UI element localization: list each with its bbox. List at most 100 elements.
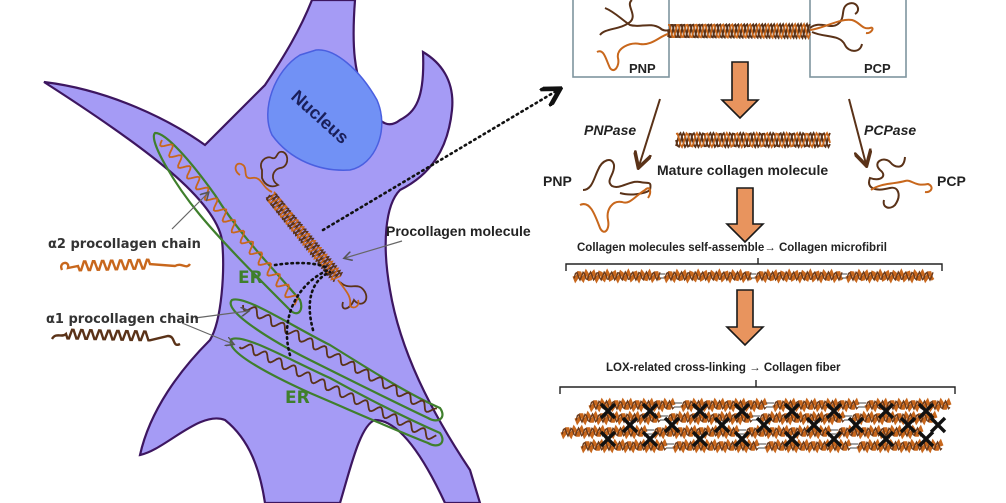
crosslink-x bbox=[917, 430, 935, 448]
er-lower bbox=[229, 337, 444, 447]
microfibril-row bbox=[572, 268, 935, 284]
process-arrow-1 bbox=[720, 61, 760, 120]
transport-path-2 bbox=[285, 268, 330, 357]
pnpase-label: PNPase bbox=[584, 122, 636, 138]
alpha2-strand bbox=[267, 191, 341, 281]
alpha1-chain-label: α1 procollagen chain bbox=[46, 312, 199, 327]
crosslink-stroke bbox=[783, 430, 801, 448]
crosslink-stroke bbox=[847, 416, 865, 434]
microfibril-label: Collagen molecules self-assemble→ Collag… bbox=[577, 242, 887, 254]
crosslink-stroke bbox=[713, 416, 731, 434]
alpha1-strand bbox=[265, 193, 342, 283]
crosslink-x bbox=[691, 430, 709, 448]
fiber-row bbox=[580, 438, 944, 454]
pointer-alpha1-a bbox=[194, 311, 248, 319]
procollagen-with-propeptides bbox=[596, 0, 874, 72]
crosslink-stroke bbox=[691, 430, 709, 448]
collagen-fiber bbox=[560, 397, 952, 454]
crosslink-x bbox=[825, 402, 843, 420]
er-upper bbox=[152, 131, 303, 315]
crosslink-stroke bbox=[917, 402, 935, 420]
c-propeptide-dark bbox=[339, 281, 368, 310]
procollagen-molecule-label: Procollagen molecule bbox=[386, 223, 531, 239]
crosslink-stroke bbox=[877, 430, 895, 448]
er-label-upper: ER bbox=[238, 268, 263, 288]
crosslink-x bbox=[783, 430, 801, 448]
segment-dark bbox=[581, 440, 667, 452]
alpha1-chain bbox=[238, 343, 437, 440]
crosslink-stroke bbox=[899, 416, 917, 434]
crosslink-x bbox=[805, 416, 823, 434]
alpha1-strand bbox=[675, 131, 831, 149]
segment-dark bbox=[851, 412, 937, 424]
segment-dark bbox=[575, 412, 661, 424]
alpha1-free-chain bbox=[50, 328, 181, 346]
alpha2-strand bbox=[675, 131, 831, 149]
crosslink-x bbox=[877, 430, 895, 448]
n-propeptide-orange bbox=[234, 162, 273, 193]
collagen-segment bbox=[574, 410, 662, 426]
crosslink-x bbox=[755, 416, 773, 434]
crosslink-x bbox=[783, 402, 801, 420]
fiber-bracket bbox=[559, 380, 956, 394]
alpha1-strand bbox=[667, 22, 811, 40]
crosslink-stroke bbox=[733, 430, 751, 448]
crosslink-stroke bbox=[641, 430, 659, 448]
fiber-row bbox=[574, 410, 938, 426]
collagen-segment bbox=[666, 410, 754, 426]
n-propeptide-dark bbox=[260, 150, 289, 188]
crosslink-x bbox=[825, 430, 843, 448]
crosslink-stroke bbox=[755, 416, 773, 434]
mature-collagen-molecule bbox=[675, 130, 831, 149]
alpha2-strand bbox=[667, 22, 811, 40]
collagen-segment bbox=[758, 410, 846, 426]
crosslink-x bbox=[899, 416, 917, 434]
fiber-row bbox=[560, 424, 924, 440]
pcp-orange bbox=[809, 18, 874, 35]
secretion-path bbox=[321, 90, 558, 232]
crosslink-x bbox=[917, 402, 935, 420]
crosslink-x bbox=[663, 416, 681, 434]
pcp-fragment-orange bbox=[870, 179, 933, 194]
segment-dark bbox=[765, 440, 851, 452]
crosslink-stroke bbox=[783, 402, 801, 420]
pointer-procollagen bbox=[345, 240, 403, 258]
segment-dark bbox=[857, 440, 943, 452]
crosslink-x bbox=[847, 416, 865, 434]
pnp-dark bbox=[599, 0, 671, 36]
crosslink-x bbox=[641, 402, 659, 420]
collagen-segment bbox=[850, 410, 938, 426]
nucleus bbox=[267, 49, 383, 171]
alpha2-chain-in-er bbox=[159, 139, 299, 306]
segment-dark bbox=[664, 270, 752, 282]
crosslink-stroke bbox=[733, 402, 751, 420]
crosslink-x bbox=[621, 416, 639, 434]
crosslink-stroke bbox=[599, 430, 617, 448]
er-label-lower: ER bbox=[285, 388, 310, 408]
segment-dark bbox=[846, 270, 934, 282]
crosslink-stroke bbox=[877, 402, 895, 420]
crosslink-x bbox=[733, 430, 751, 448]
pcp-box bbox=[809, 0, 907, 78]
pcp-fragment-label: PCP bbox=[937, 173, 966, 189]
mature-helix-strands bbox=[675, 130, 831, 149]
fiber-label: LOX-related cross-linking → Collagen fib… bbox=[606, 362, 841, 374]
mature-collagen-label: Mature collagen molecule bbox=[657, 162, 828, 178]
pnp-fragment-orange bbox=[579, 187, 652, 233]
crosslink-stroke bbox=[805, 416, 823, 434]
collagen-segment bbox=[580, 438, 668, 454]
process-panel: PNP PCP PNPase PCPase Mature collagen mo… bbox=[543, 0, 966, 454]
crosslink-stroke bbox=[825, 402, 843, 420]
process-arrow-2 bbox=[725, 187, 765, 244]
procollagen-helix bbox=[667, 22, 811, 40]
pnp-box-label: PNP bbox=[629, 61, 656, 76]
collagen-segment bbox=[764, 438, 852, 454]
pcpase-label: PCPase bbox=[864, 122, 916, 138]
pcpase-arrow bbox=[848, 98, 866, 164]
crosslink-stroke bbox=[641, 402, 659, 420]
segment-dark bbox=[673, 440, 759, 452]
crosslink-stroke bbox=[691, 402, 709, 420]
crosslink-x bbox=[733, 402, 751, 420]
collagen-segment bbox=[663, 268, 753, 284]
